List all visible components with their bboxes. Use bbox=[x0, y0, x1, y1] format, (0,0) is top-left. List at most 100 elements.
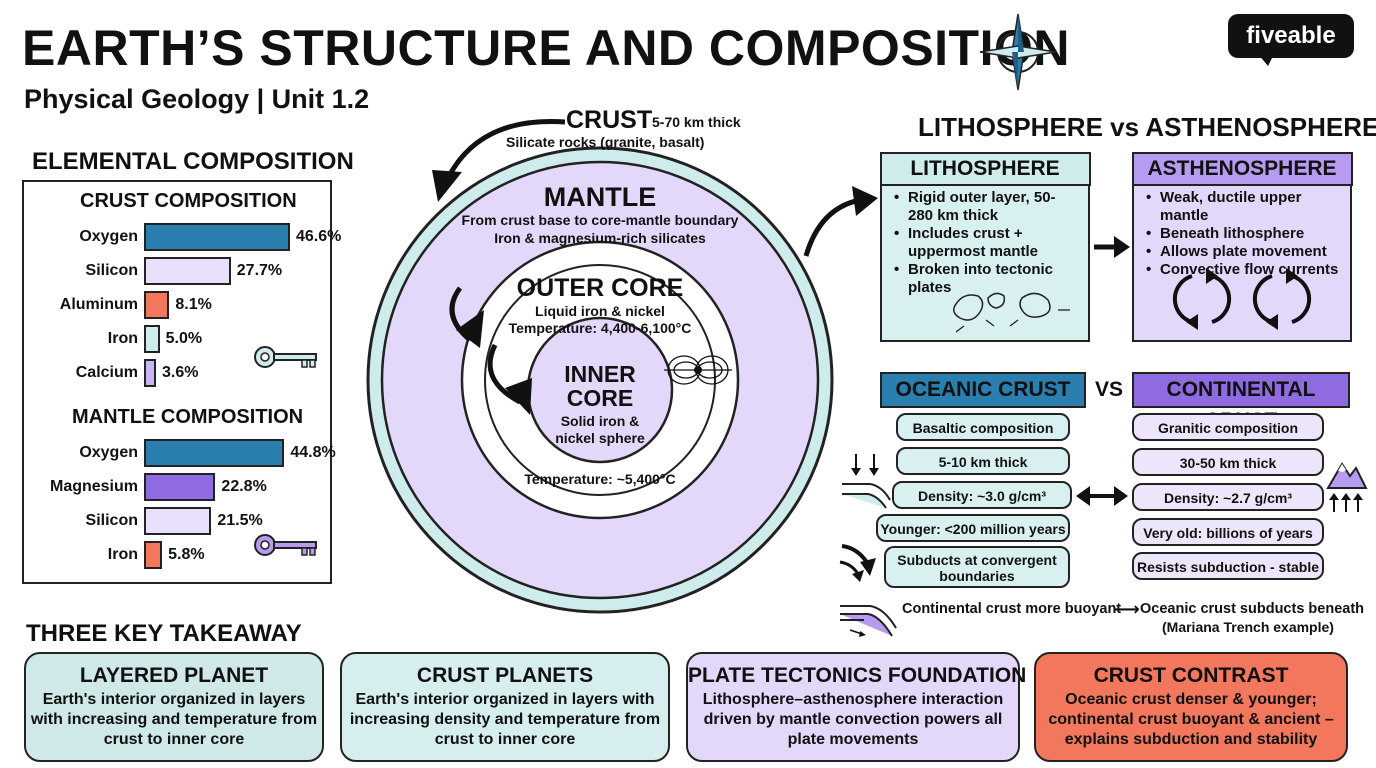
compass-rose-icon bbox=[979, 13, 1057, 91]
key-icon bbox=[254, 534, 317, 556]
earth-layers-diagram bbox=[366, 146, 834, 614]
vs-label: VS bbox=[1094, 378, 1123, 401]
subduction-arrows-icon bbox=[839, 544, 876, 582]
bar-value-label: 3.6% bbox=[162, 364, 199, 381]
continental-fact: Resists subduction - stable bbox=[1132, 552, 1324, 580]
outer-core-title: OUTER CORE bbox=[516, 274, 684, 302]
bar-value-label: 27.7% bbox=[236, 262, 283, 279]
asthenosphere-bullet: Weak, ductile upper mantle bbox=[1146, 189, 1342, 225]
arrow-crust-label bbox=[432, 118, 566, 202]
crust-title: CRUST bbox=[566, 106, 653, 134]
density-compare-arrow-icon bbox=[1076, 486, 1128, 506]
mantle-title: MANTLE bbox=[543, 182, 657, 212]
continental-crust-title: CONTINENTAL CRUST bbox=[1132, 372, 1350, 432]
takeaway-title: LAYERED PLANET bbox=[79, 664, 269, 687]
bar-label: Magnesium bbox=[49, 478, 138, 495]
bar bbox=[144, 541, 163, 569]
arrow-outer-to-inner-core bbox=[487, 343, 522, 405]
takeaway-card-crust-contrast: CRUST CONTRAST Oceanic crust denser & yo… bbox=[1034, 652, 1348, 762]
lithosphere-box: LITHOSPHERE Rigid outer layer, 50-280 km… bbox=[879, 151, 1091, 342]
lithosphere-bullet: Includes crust + uppermost mantle bbox=[894, 225, 1080, 261]
bar-row: Calcium 3.6% bbox=[24, 358, 324, 388]
oceanic-crust-title: OCEANIC CRUST bbox=[880, 372, 1086, 408]
inner-core-temperature: Temperature: ~5,400°C bbox=[524, 471, 676, 487]
takeaway-body: Oceanic crust denser & younger; continen… bbox=[1048, 691, 1334, 748]
arrow-litho-to-astheno bbox=[1094, 236, 1130, 258]
asthenosphere-title: ASTHENOSPHERE bbox=[1131, 151, 1353, 186]
bar-label: Silicon bbox=[85, 262, 138, 279]
bar-label: Iron bbox=[107, 546, 138, 563]
lithosphere-bullets: Rigid outer layer, 50-280 km thick Inclu… bbox=[882, 183, 1088, 297]
subducting-plate-icon bbox=[842, 454, 891, 509]
bar bbox=[144, 439, 285, 467]
oceanic-fact: Density: ~3.0 g/cm³ bbox=[892, 481, 1072, 509]
fiveable-logo[interactable]: fiveable bbox=[1228, 14, 1354, 58]
mountain-uplift-icon bbox=[1326, 462, 1368, 512]
bar bbox=[144, 473, 216, 501]
page-subtitle: Physical Geology | Unit 1.2 bbox=[24, 84, 370, 114]
bar-value-label: 44.8% bbox=[290, 444, 336, 461]
mantle-composition-heading: MANTLE COMPOSITION bbox=[72, 406, 304, 428]
bar-row: Silicon 27.7% bbox=[24, 256, 324, 286]
takeaway-title: CRUST CONTRAST bbox=[1093, 664, 1289, 687]
magnetic-field-icon bbox=[664, 355, 732, 385]
buoyancy-arrow-icon: ⟶ bbox=[1114, 599, 1140, 619]
buoyancy-note-left: Continental crust more buoyant bbox=[902, 601, 1122, 617]
continental-fact: Very old: billions of years bbox=[1132, 518, 1324, 546]
takeaway-title: CRUST PLANETS bbox=[416, 664, 594, 687]
outer-core-inner-ring bbox=[484, 264, 716, 496]
bar-value-label: 5.0% bbox=[165, 330, 203, 347]
bar-label: Calcium bbox=[75, 364, 138, 381]
bar-label: Oxygen bbox=[79, 228, 138, 245]
inner-core-description-1: Solid iron & bbox=[560, 413, 640, 429]
oceanic-fact: Basaltic composition bbox=[896, 413, 1070, 441]
outer-core-description-2: Temperature: 4,400-6,100°C bbox=[508, 320, 692, 336]
convection-cycle-icon bbox=[1172, 268, 1312, 330]
buoyancy-note-right: Oceanic crust subducts beneath bbox=[1140, 601, 1365, 617]
bar-value-label: 46.6% bbox=[296, 228, 342, 245]
bar-label: Aluminum bbox=[59, 296, 138, 313]
mantle-composition-chart: Oxygen 44.8% Magnesium 22.8% Silicon 21.5% Iro… bbox=[24, 438, 336, 578]
bar-row: Magnesium 22.8% bbox=[24, 472, 324, 502]
takeaway-card-crust-planets: CRUST PLANETS Earth's interior organized… bbox=[340, 652, 670, 762]
takeaway-body: Lithosphere–asthenosphere interaction dr… bbox=[702, 691, 1004, 748]
bar-label: Silicon bbox=[85, 512, 138, 529]
bar-row: Oxygen 46.6% bbox=[24, 222, 341, 252]
bar-row: Silicon 21.5% bbox=[24, 506, 324, 536]
inner-core-title-1: INNER bbox=[564, 361, 636, 387]
bar-value-label: 22.8% bbox=[221, 478, 267, 495]
elemental-composition-heading: ELEMENTAL COMPOSITION bbox=[32, 148, 354, 175]
asthenosphere-box: ASTHENOSPHERE Weak, ductile upper mantle… bbox=[1131, 151, 1353, 342]
takeaway-body: Earth's interior organized in layers wit… bbox=[349, 691, 661, 748]
bar bbox=[144, 223, 290, 251]
bar bbox=[144, 291, 170, 319]
continental-fact: Granitic composition bbox=[1132, 413, 1324, 441]
bar-value-label: 21.5% bbox=[217, 512, 263, 529]
logo-speech-tail bbox=[1258, 54, 1274, 66]
outer-core-description-1: Liquid iron & nickel bbox=[535, 303, 665, 319]
subduction-zone-icon bbox=[840, 605, 897, 637]
key-icon bbox=[254, 346, 317, 368]
bar bbox=[144, 359, 156, 387]
takeaway-title: PLATE TECTONICS FOUNDATION bbox=[688, 664, 1027, 687]
crust-description: Silicate rocks (granite, basalt) bbox=[506, 134, 705, 150]
page-title: EARTH’S STRUCTURE AND COMPOSITION bbox=[22, 20, 1070, 76]
crust-thickness: 5-70 km thick bbox=[652, 114, 741, 130]
bar-row: Oxygen 44.8% bbox=[24, 438, 336, 468]
tectonic-plates-icon bbox=[953, 292, 1070, 333]
asthenosphere-bullet: Allows plate movement bbox=[1146, 243, 1342, 261]
bar bbox=[144, 325, 160, 353]
continental-fact: 30-50 km thick bbox=[1132, 448, 1324, 476]
litho-astheno-heading: LITHOSPHERE vs ASTHENOSPHERE bbox=[918, 112, 1376, 142]
takeaway-card-layered-planet: LAYERED PLANET Earth's interior organize… bbox=[24, 652, 324, 762]
bar bbox=[144, 507, 212, 535]
takeaway-card-plate-tectonics: PLATE TECTONICS FOUNDATION Lithosphere–a… bbox=[686, 652, 1027, 762]
bar-label: Oxygen bbox=[79, 444, 138, 461]
takeaway-body: Earth's interior organized in layers wit… bbox=[30, 691, 318, 748]
bar bbox=[144, 257, 231, 285]
lithosphere-bullet: Broken into tectonic plates bbox=[894, 261, 1080, 297]
